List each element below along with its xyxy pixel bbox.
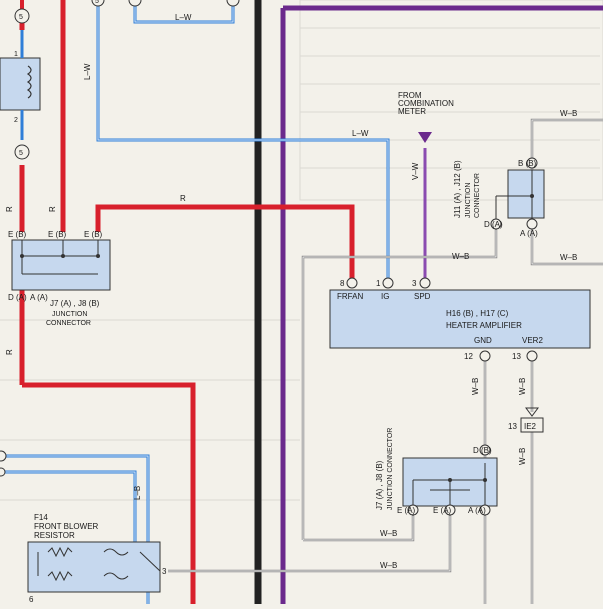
front-blower-resistor: F14 FRONT BLOWER RESISTOR 3 6 <box>27 513 167 604</box>
svg-text:E (B): E (B) <box>48 230 67 239</box>
splice-5a: 5 <box>14 8 30 24</box>
svg-text:5: 5 <box>95 0 99 5</box>
svg-text:E (A): E (A) <box>397 506 416 515</box>
svg-text:3: 3 <box>412 279 417 288</box>
svg-text:E (B): E (B) <box>84 230 103 239</box>
svg-text:J7 (A) , J8 (B): J7 (A) , J8 (B) <box>375 460 384 510</box>
svg-text:5: 5 <box>19 150 23 157</box>
svg-text:CONNECTOR: CONNECTOR <box>46 320 91 327</box>
svg-text:HEATER AMPLIFIER: HEATER AMPLIFIER <box>446 321 522 330</box>
svg-text:FRONT BLOWER: FRONT BLOWER <box>34 522 99 531</box>
svg-text:METER: METER <box>398 107 426 116</box>
svg-text:F14: F14 <box>34 513 48 522</box>
svg-text:W–B: W–B <box>380 561 397 570</box>
svg-text:E (A): E (A) <box>433 506 452 515</box>
heater-amplifier: 8 1 3 12 13 FRFAN IG SPD GND VER2 H16 (B… <box>329 277 591 362</box>
svg-text:W–B: W–B <box>518 448 527 465</box>
svg-text:1: 1 <box>14 51 18 58</box>
svg-text:1: 1 <box>376 279 381 288</box>
svg-text:V–W: V–W <box>411 162 420 180</box>
svg-text:VER2: VER2 <box>522 336 543 345</box>
background-table-ghost <box>0 0 603 501</box>
svg-text:JUNCTION CONNECTOR: JUNCTION CONNECTOR <box>387 428 394 510</box>
arrow-down-icon <box>418 132 432 143</box>
svg-text:L–B: L–B <box>133 486 142 500</box>
svg-text:JUNCTION: JUNCTION <box>465 183 472 218</box>
svg-text:GND: GND <box>474 336 492 345</box>
svg-text:L–W: L–W <box>83 63 92 80</box>
svg-text:H16 (B) , H17 (C): H16 (B) , H17 (C) <box>446 309 509 318</box>
svg-text:A (A): A (A) <box>520 229 538 238</box>
svg-text:3: 3 <box>162 567 167 576</box>
svg-text:2: 2 <box>14 117 18 124</box>
from-meter-label: FROM COMBINATION METER <box>398 91 454 116</box>
svg-text:5: 5 <box>19 14 23 21</box>
splice-5c: 5 <box>91 0 240 7</box>
svg-text:L–W: L–W <box>352 129 369 138</box>
red-wires <box>19 0 355 604</box>
wire-labels: R R R R L–W L–W L–W V–W W–B W–B W–B W–B … <box>5 13 577 570</box>
svg-text:R: R <box>48 206 57 212</box>
svg-text:13: 13 <box>508 422 517 431</box>
ie2-connector: 13 IE2 <box>508 407 544 433</box>
svg-text:W–B: W–B <box>518 378 527 395</box>
svg-text:E (B): E (B) <box>8 230 27 239</box>
svg-text:D (A): D (A) <box>484 220 503 229</box>
junction-connector-right-bottom: D (B) E (A) E (A) A (A) J7 (A) , J8 (B) … <box>375 428 498 516</box>
splice-5b: 5 <box>14 144 30 160</box>
svg-text:W–B: W–B <box>380 529 397 538</box>
junction-connector-right-top: B (B) D (A) A (A) J11 (A) , J12 (B) JUNC… <box>453 157 545 238</box>
svg-text:CONNECTOR: CONNECTOR <box>474 173 481 218</box>
svg-text:B (B): B (B) <box>518 159 537 168</box>
svg-text:R: R <box>5 206 14 212</box>
svg-text:JUNCTION: JUNCTION <box>52 311 87 318</box>
svg-text:R: R <box>180 194 186 203</box>
svg-text:SPD: SPD <box>414 292 431 301</box>
svg-text:A (A): A (A) <box>30 293 48 302</box>
svg-text:L–W: L–W <box>175 13 192 22</box>
svg-text:J11 (A) , J12 (B): J11 (A) , J12 (B) <box>453 160 462 218</box>
svg-text:FROM: FROM <box>398 91 422 100</box>
svg-text:R: R <box>5 349 14 355</box>
svg-text:12: 12 <box>464 352 473 361</box>
svg-text:W–B: W–B <box>471 378 480 395</box>
svg-text:J7 (A) , J8 (B): J7 (A) , J8 (B) <box>50 299 100 308</box>
svg-text:W–B: W–B <box>452 252 469 261</box>
svg-text:W–B: W–B <box>560 253 577 262</box>
svg-text:IG: IG <box>381 292 389 301</box>
svg-text:FRFAN: FRFAN <box>337 292 363 301</box>
svg-text:A (A): A (A) <box>468 506 486 515</box>
svg-text:RESISTOR: RESISTOR <box>34 531 75 540</box>
svg-text:13: 13 <box>512 352 521 361</box>
relay-coil: 1 2 <box>0 30 41 140</box>
junction-connector-left: E (B) E (B) E (B) D (A) A (A) J7 (A) , J… <box>8 230 111 327</box>
svg-text:COMBINATION: COMBINATION <box>398 99 454 108</box>
svg-text:8: 8 <box>340 279 345 288</box>
svg-text:W–B: W–B <box>560 109 577 118</box>
svg-text:IE2: IE2 <box>524 422 537 431</box>
svg-text:D (A): D (A) <box>8 293 27 302</box>
svg-text:D (B): D (B) <box>473 446 492 455</box>
svg-text:6: 6 <box>29 595 34 604</box>
